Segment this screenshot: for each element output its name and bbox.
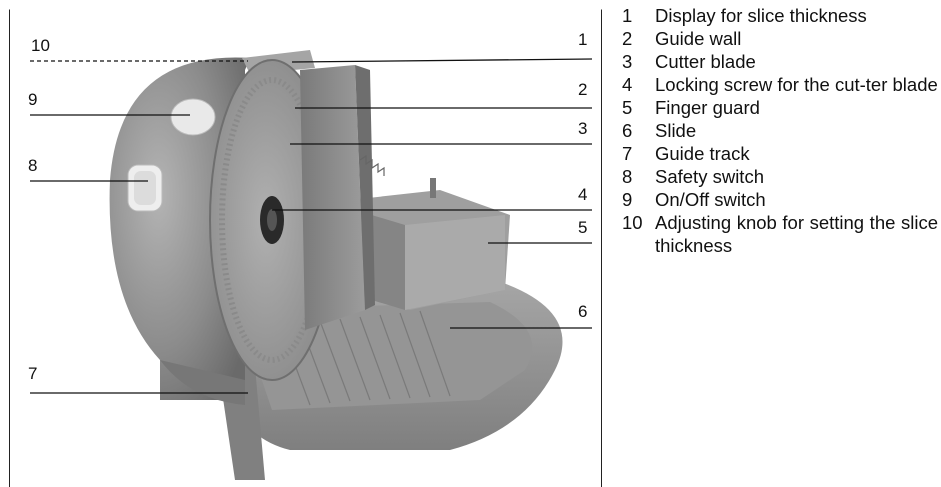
legend-number: 10 bbox=[622, 212, 643, 233]
legend-item-2: 2 Guide wall bbox=[622, 27, 938, 50]
leader-1 bbox=[291, 58, 593, 63]
legend-text: Adjusting knob for setting the slice thi… bbox=[655, 212, 938, 256]
callout-4: 4 bbox=[578, 185, 588, 204]
legend-item-9: 9 On/Off switch bbox=[622, 188, 938, 211]
legend-text: Slide bbox=[655, 120, 697, 141]
legend-text: Cutter blade bbox=[655, 51, 756, 72]
legend-text: Guide track bbox=[655, 143, 750, 164]
legend-number: 4 bbox=[622, 74, 633, 95]
legend-number: 3 bbox=[622, 51, 633, 72]
legend-item-10: 10 Adjusting knob for setting the slice t… bbox=[622, 211, 938, 257]
legend-number: 9 bbox=[622, 189, 633, 210]
legend-item-5: 5 Finger guard bbox=[622, 96, 938, 119]
slicer-illustration bbox=[30, 50, 593, 480]
legend-number: 5 bbox=[622, 97, 633, 118]
callout-7: 7 bbox=[28, 364, 38, 383]
legend-item-6: 6 Slide bbox=[622, 119, 938, 142]
legend-item-3: 3 Cutter blade bbox=[622, 50, 938, 73]
callout-10: 10 bbox=[31, 36, 50, 55]
legend-text: On/Off switch bbox=[655, 189, 766, 210]
callout-8: 8 bbox=[28, 156, 38, 175]
callout-1: 1 bbox=[578, 30, 588, 49]
legend-number: 6 bbox=[622, 120, 633, 141]
callout-3: 3 bbox=[578, 119, 588, 138]
legend-text: Guide wall bbox=[655, 28, 742, 49]
legend-number: 8 bbox=[622, 166, 633, 187]
callout-2: 2 bbox=[578, 80, 588, 99]
legend-text: Display for slice thickness bbox=[655, 5, 867, 26]
slicer-diagram: 10 1 9 2 3 8 4 5 6 7 bbox=[9, 9, 602, 487]
legend-item-7: 7 Guide track bbox=[622, 142, 938, 165]
callout-6: 6 bbox=[578, 302, 588, 321]
legend-number: 2 bbox=[622, 28, 633, 49]
legend-number: 7 bbox=[622, 143, 633, 164]
callout-5: 5 bbox=[578, 218, 588, 237]
guide-wall bbox=[300, 65, 365, 330]
on-off-switch bbox=[170, 98, 216, 136]
legend-item-4: 4 Locking screw for the cut-ter blade bbox=[622, 73, 938, 96]
legend-text: Locking screw for the cut-ter blade bbox=[655, 74, 938, 95]
legend-text: Finger guard bbox=[655, 97, 760, 118]
callout-9: 9 bbox=[28, 90, 38, 109]
legend-text: Safety switch bbox=[655, 166, 764, 187]
legend-item-1: 1 Display for slice thickness bbox=[622, 4, 938, 27]
housing bbox=[109, 57, 250, 401]
legend-number: 1 bbox=[622, 5, 633, 26]
legend-item-8: 8 Safety switch bbox=[622, 165, 938, 188]
